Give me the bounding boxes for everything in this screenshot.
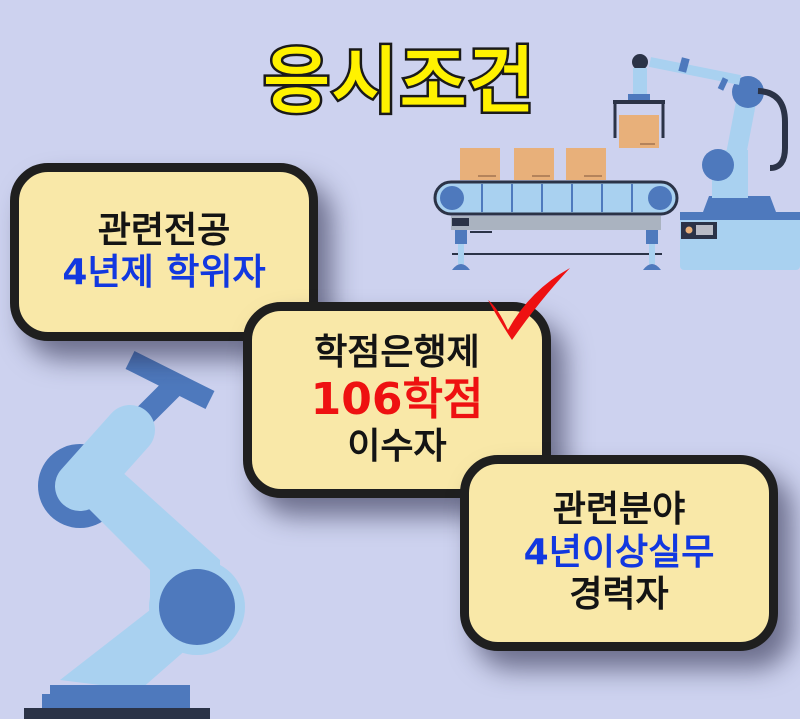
page-title: 응시조건	[261, 37, 537, 126]
card2-line3: 이수자	[347, 425, 447, 467]
card3-line2: 4년이상실무	[523, 531, 715, 573]
requirement-card-work-experience: 관련분야 4년이상실무 경력자	[460, 455, 778, 651]
card1-line1: 관련전공	[97, 209, 231, 251]
robot-arm-bottom-left-icon	[24, 351, 245, 719]
card3-line3: 경력자	[569, 574, 669, 616]
card2-line2: 106학점	[310, 374, 484, 426]
card1-line2: 4년제 학위자	[62, 252, 266, 293]
card2-line1: 학점은행제	[314, 331, 480, 373]
robot-arm-top-right-icon	[613, 54, 800, 270]
requirement-card-credit-bank: 학점은행제 106학점 이수자	[243, 302, 551, 498]
conveyor-belt-icon	[433, 148, 679, 270]
card3-line1: 관련분야	[552, 489, 686, 531]
